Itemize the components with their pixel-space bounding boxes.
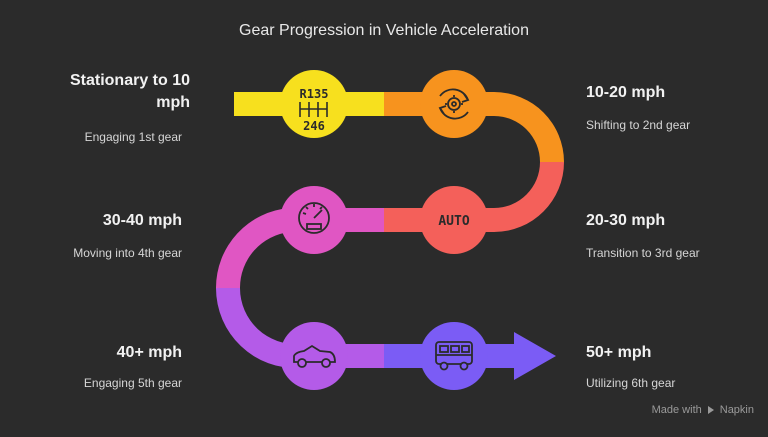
step-4-title: 30-40 mph xyxy=(102,212,182,229)
node-4 xyxy=(280,186,348,254)
made-with-footer: Made with Napkin xyxy=(652,404,754,416)
step-2-title: 10-20 mph xyxy=(586,84,666,101)
napkin-brand-label: Napkin xyxy=(719,404,754,416)
auto-text-icon: AUTO xyxy=(438,214,469,229)
made-with-label: Made with xyxy=(651,404,702,416)
node-6 xyxy=(420,322,488,390)
step-6-desc: Utilizing 6th gear xyxy=(586,376,676,390)
camper-van-icon xyxy=(435,341,473,371)
gear-shifter-icon: R135 246 xyxy=(299,87,329,133)
step-3-desc: Transition to 3rd gear xyxy=(586,246,700,260)
path-curve-5 xyxy=(215,288,300,369)
shifter-bottom-label: 246 xyxy=(303,119,325,133)
step-5-title: 40+ mph xyxy=(116,344,182,361)
gear-cycle-icon xyxy=(438,88,470,120)
step-1-desc: Engaging 1st gear xyxy=(84,130,182,144)
convertible-car-icon xyxy=(293,344,336,368)
step-1-title: Stationary to 10 mph xyxy=(69,72,190,111)
diagram-title: Gear Progression in Vehicle Acceleration xyxy=(239,22,529,39)
arrow-head xyxy=(514,332,556,380)
path-curve-3 xyxy=(494,162,564,232)
step-5-desc: Engaging 5th gear xyxy=(83,376,182,390)
path-curve-4 xyxy=(215,208,290,288)
step-2-desc: Shifting to 2nd gear xyxy=(586,118,691,132)
napkin-logo-icon xyxy=(707,406,714,414)
path-curve-2 xyxy=(494,92,564,162)
node-1 xyxy=(280,70,348,138)
speedometer-icon xyxy=(298,202,330,234)
node-2 xyxy=(420,70,488,138)
step-4-desc: Moving into 4th gear xyxy=(73,246,182,260)
step-6-title: 50+ mph xyxy=(586,344,652,361)
shifter-top-label: R135 xyxy=(300,87,329,101)
node-5 xyxy=(280,322,348,390)
step-3-title: 20-30 mph xyxy=(586,212,666,229)
node-3 xyxy=(420,186,488,254)
